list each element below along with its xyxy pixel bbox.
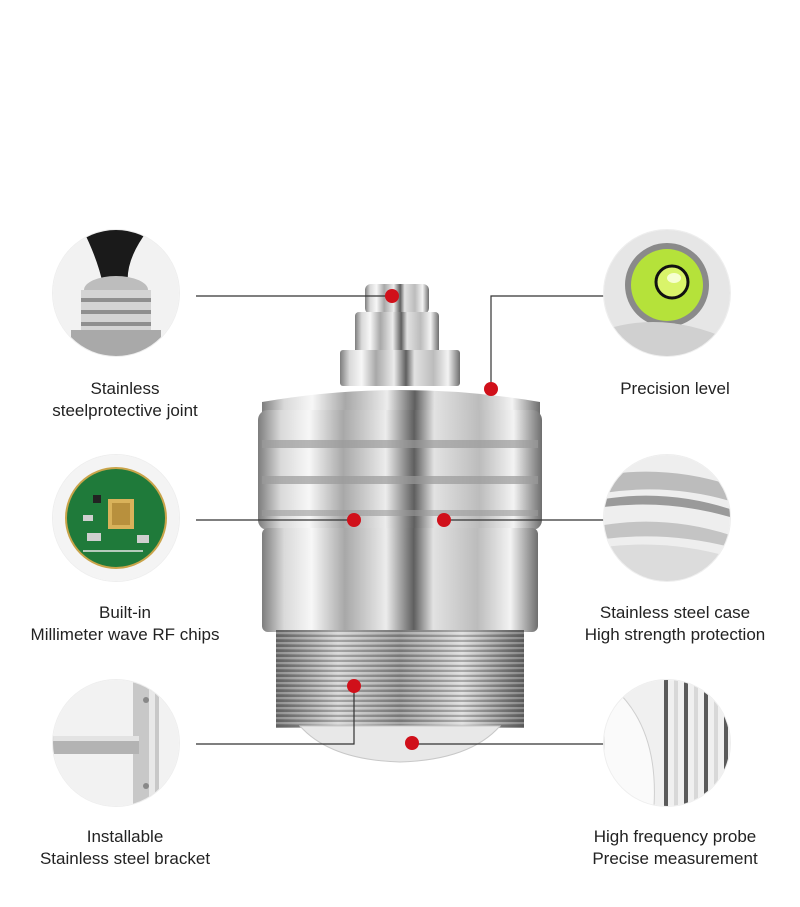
cable-gland: [355, 312, 439, 354]
marker-dots: [347, 289, 498, 750]
caption-line: Stainless steel case: [599, 603, 751, 622]
caption-line: High strength protection: [584, 625, 766, 644]
caption-bracket: Installable Stainless steel bracket: [0, 826, 255, 870]
marker-dot-bracket: [347, 679, 361, 693]
caption-protective-joint: Stainless steelprotective joint: [0, 378, 255, 422]
housing-lower: [262, 528, 538, 632]
marker-dot-level: [484, 382, 498, 396]
caption-line: High frequency probe: [593, 827, 757, 846]
caption-line: Precise measurement: [592, 849, 758, 868]
probe-thread-icon: [604, 680, 730, 806]
caption-line: Stainless: [90, 379, 160, 398]
caption-line: Built-in: [99, 603, 151, 622]
caption-line: Stainless steel bracket: [39, 849, 211, 868]
caption-line: Precision level: [620, 379, 730, 398]
marker-dot-case: [437, 513, 451, 527]
housing-groove-2: [262, 476, 538, 484]
caption-line: Installable: [86, 827, 164, 846]
housing-cap: [262, 390, 540, 414]
gland-hex: [340, 350, 460, 386]
caption-steel-case: Stainless steel case High strength prote…: [545, 602, 800, 646]
caption-rf-chips: Built-in Millimeter wave RF chips: [0, 602, 255, 646]
mounting-bracket-icon: [53, 680, 179, 806]
leader-line-level: [490, 295, 604, 388]
marker-dot-joint: [385, 289, 399, 303]
steel-case-icon: [604, 455, 730, 581]
cable-gland-icon: [53, 230, 179, 356]
thread-lines: [276, 630, 524, 728]
caption-probe: High frequency probe Precise measurement: [545, 826, 800, 870]
rf-chip-board-icon: [53, 455, 179, 581]
leader-lines: [196, 295, 604, 745]
caption-line: Millimeter wave RF chips: [30, 625, 220, 644]
radar-sensor-body: [258, 284, 542, 763]
leader-line-bracket: [196, 686, 355, 745]
caption-precision-level: Precision level: [545, 378, 800, 400]
marker-dot-rf-chips: [347, 513, 361, 527]
caption-line: steelprotective joint: [52, 401, 198, 420]
marker-dot-probe: [405, 736, 419, 750]
bubble-level-icon: [604, 230, 730, 356]
housing-groove-3: [262, 510, 538, 516]
housing-groove-1: [262, 440, 538, 448]
